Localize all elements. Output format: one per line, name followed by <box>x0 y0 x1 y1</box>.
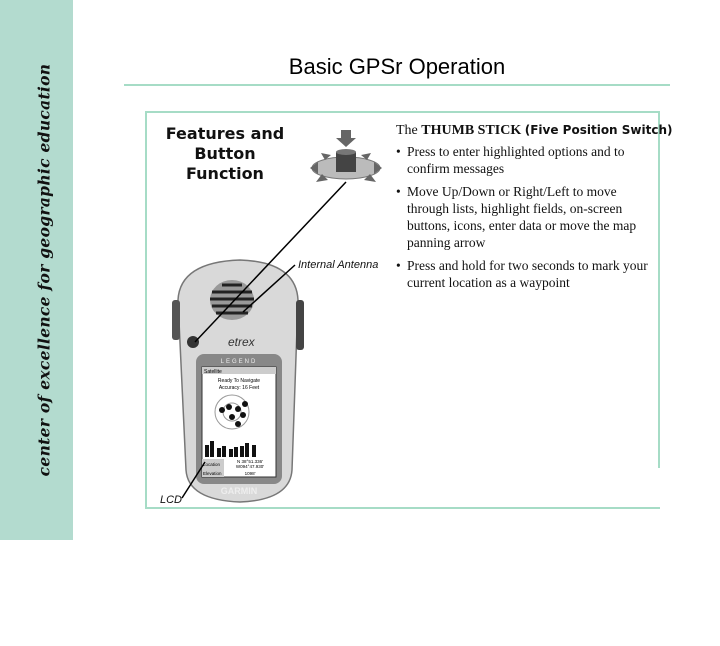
title-bold: THUMB STICK <box>421 123 522 138</box>
svg-text:W094°47.930': W094°47.930' <box>236 464 264 469</box>
title-prefix: The <box>396 123 422 138</box>
svg-text:Elevation: Elevation <box>203 471 222 476</box>
svg-text:N 38°51.336': N 38°51.336' <box>237 459 263 464</box>
lcd-leader-line <box>181 461 206 499</box>
svg-text:Accuracy: 16 Feet: Accuracy: 16 Feet <box>219 385 260 391</box>
title-suffix: (Five Position Switch) <box>524 123 673 137</box>
thumb-stick-leader-line <box>194 181 347 343</box>
slide-title: Basic GPSr Operation <box>288 54 506 79</box>
svg-text:Location: Location <box>203 462 221 467</box>
heading-line: Button <box>194 144 256 163</box>
thumb-stick-title: The THUMB STICK (Five Position Switch) <box>396 123 673 139</box>
svg-text:Satellite: Satellite <box>204 369 222 375</box>
svg-text:etrex: etrex <box>228 335 256 349</box>
power-button-icon <box>187 336 199 348</box>
figure-frame-bottom <box>145 507 660 509</box>
heading-line: Function <box>186 164 264 183</box>
bullet-item: Press to enter highlighted options and t… <box>396 143 658 177</box>
gps-device: etrex LEGEND Satellite Ready To Navigate… <box>172 259 304 503</box>
figure-heading: Features and Button Function <box>160 124 290 184</box>
figure-frame-right <box>658 111 660 468</box>
svg-text:GARMIN: GARMIN <box>221 486 258 496</box>
svg-text:Ready To Navigate: Ready To Navigate <box>218 378 260 384</box>
bullet-item: Move Up/Down or Right/Left to move throu… <box>396 183 658 251</box>
scga-logo: scga <box>0 536 41 646</box>
speaker-grille-icon <box>210 280 254 320</box>
figure-frame-left <box>145 111 147 508</box>
bullet-item: Press and hold for two seconds to mark y… <box>396 257 658 291</box>
svg-text:1098': 1098' <box>245 471 256 476</box>
svg-text:LEGEND: LEGEND <box>221 359 258 365</box>
sidebar-banner: center of excellence for geographic educ… <box>0 0 73 646</box>
antenna-callout: Internal Antenna <box>298 259 379 271</box>
figure-frame-top <box>145 111 660 113</box>
gps-device-illustration: etrex LEGEND Satellite Ready To Navigate… <box>172 130 382 503</box>
antenna-leader-line <box>242 264 296 313</box>
thumb-stick-icon <box>310 130 382 182</box>
thumb-stick-bullets: Press to enter highlighted options and t… <box>396 143 658 291</box>
title-divider <box>124 84 670 86</box>
heading-line: Features and <box>165 124 285 143</box>
thumb-stick-description: The THUMB STICK (Five Position Switch) P… <box>396 123 673 297</box>
lcd-callout: LCD <box>160 494 183 506</box>
